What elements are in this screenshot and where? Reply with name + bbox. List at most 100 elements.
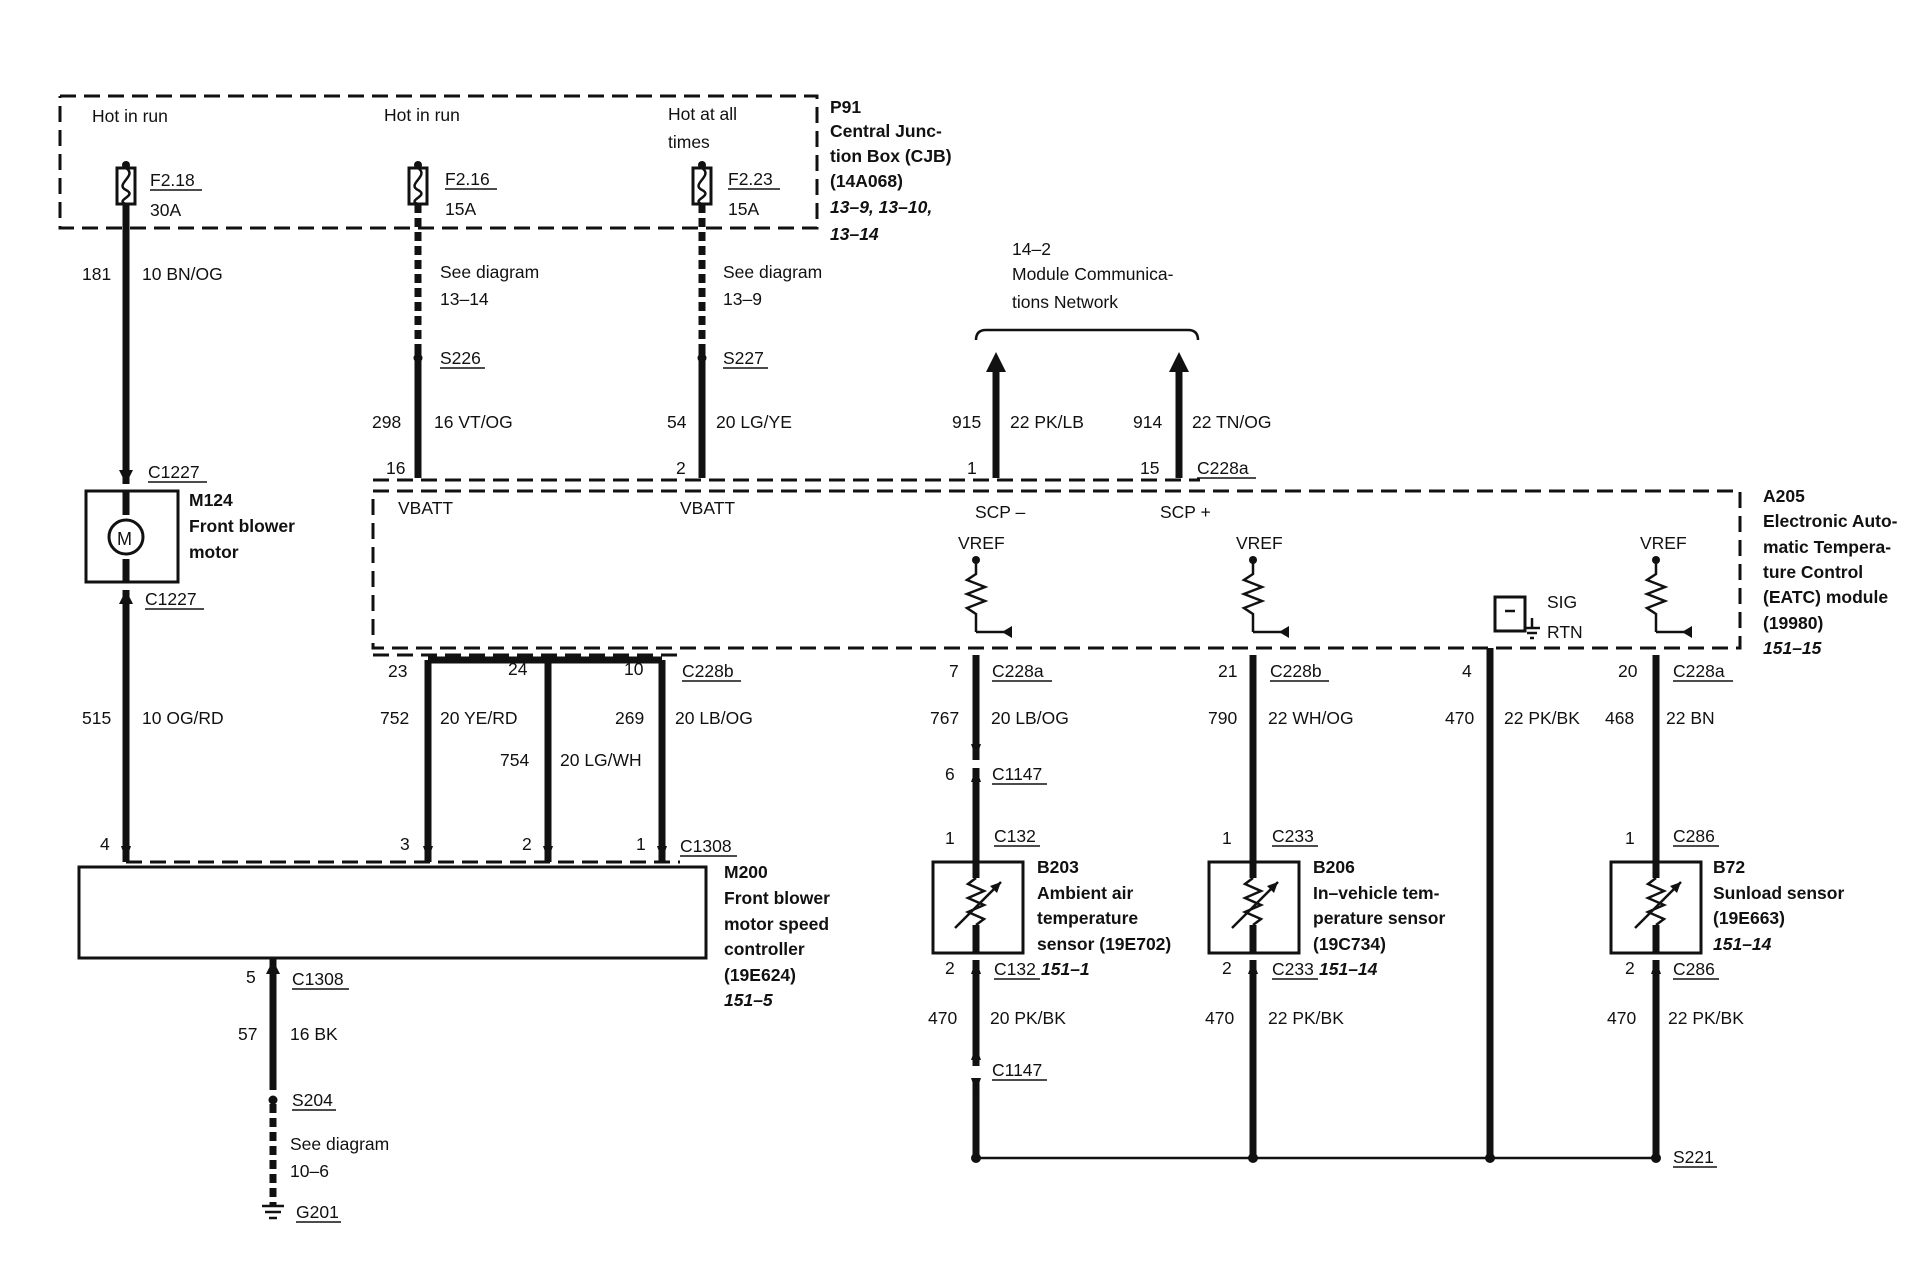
motor-symbol: M [117,529,132,549]
resistor-icon [963,560,989,632]
motor-connector-top: C1227 [148,462,200,482]
scp-plus-label: SCP + [1160,502,1211,522]
arrow-up-icon [1169,352,1189,372]
wire-298-spec: 16 VT/OG [434,412,513,432]
controller-box [77,865,708,960]
wire-790-spec: 22 WH/OG [1268,708,1354,728]
wire-914-circuit: 914 [1133,412,1162,432]
sensor-2-connector-top: C233 [1272,826,1314,846]
controller-out-connector: C1308 [292,969,344,989]
controller-id: M200 [724,862,768,882]
sensor-3-id: B72 [1713,857,1745,877]
sensor-2-connector-bottom: C233 [1272,959,1314,979]
bottom-connector-c228b: C228b [682,661,734,681]
sensor-1-id: B203 [1037,857,1079,877]
controller-pin-2: 2 [522,834,532,854]
splice-s226: S226 [440,348,481,368]
sensor-1-pin-2: 2 [945,958,955,978]
fuse-1-label: F2.18 [150,170,195,190]
fuse-f2-23-icon [691,161,713,206]
wire-57-circuit: 57 [238,1024,257,1044]
bottom-pin-23: 23 [388,661,407,681]
eatc-name-line-5: (19980) [1763,613,1823,633]
wire-767-circuit: 767 [930,708,959,728]
controller-pin-1: 1 [636,834,646,854]
wire-915-spec: 22 PK/LB [1010,412,1084,432]
sig-rtn-box [1493,595,1527,633]
thermistor-icon [1241,877,1265,926]
fuse-f2-16-icon [407,161,429,206]
feed-3-condition-line-1: Hot at all [668,104,737,124]
wire-470-spec: 22 PK/BK [1504,708,1580,728]
sensor-2-pin-2: 2 [1222,958,1232,978]
sensor-b206: 1 C233 B206 In–vehicle tem- perature sen… [1205,826,1445,1158]
eatc-module: 16 2 1 15 C228a VBATT VBATT SCP – SCP + … [371,458,1898,658]
wire-57-spec: 16 BK [290,1024,338,1044]
motor-connector-bottom: C1227 [145,589,197,609]
sensor-2-pin-1: 1 [1222,828,1232,848]
sensor-1-connector-top: C132 [994,826,1036,846]
feed-1-condition: Hot in run [92,106,168,126]
motor-name-line-2: motor [189,542,239,562]
wire-181-circuit: 181 [82,264,111,284]
sensor-3-name-line-2: (19E663) [1713,908,1785,928]
network-bracket [974,328,1200,341]
sensor-1-name-line-2: temperature [1037,908,1138,928]
sensor-1-ref: 151–1 [1041,959,1090,979]
sensor-2-name-line-3: (19C734) [1313,934,1386,954]
network-ref: 14–2 [1012,239,1051,259]
motor-icon [107,518,145,556]
wire-54-circuit: 54 [667,412,687,432]
bottom-pin-7: 7 [949,661,959,681]
scp-minus-label: SCP – [975,502,1026,522]
sensor-1-connector-bottom: C132 [994,959,1036,979]
bottom-connector-c228a-2: C228a [1673,661,1725,681]
wire-470b-circuit: 470 [1205,1008,1234,1028]
arrow-up-icon [986,352,1006,372]
wire-468-circuit: 468 [1605,708,1634,728]
wire-54-note-2: 13–9 [723,289,762,309]
pin-15: 15 [1140,458,1159,478]
splice-s221: S221 [1673,1147,1714,1167]
bottom-pin-4: 4 [1462,661,1472,681]
controller-pin-3: 3 [400,834,410,854]
motor-box [84,489,180,584]
vref-label-1: VREF [958,533,1005,553]
bottom-connector-c228a-1: C228a [992,661,1044,681]
vref-label-3: VREF [1640,533,1687,553]
sensor-1-name-line-3: sensor (19E702) [1037,934,1171,954]
sensor-1-pin-1: 1 [945,828,955,848]
power-wires: 181 10 BN/OG See diagram 13–14 S226 298 … [82,204,822,484]
wire-57-note-1: See diagram [290,1134,389,1154]
network-name-line-2: tions Network [1012,292,1118,312]
eatc-name-line-2: matic Tempera- [1763,537,1891,557]
wire-754-spec: 20 LG/WH [560,750,642,770]
eatc-ref: 151–15 [1763,638,1822,658]
sensor-2-ref: 151–14 [1319,959,1378,979]
feed-2-condition: Hot in run [384,105,460,125]
wire-470a-circuit: 470 [928,1008,957,1028]
wire-470a-spec: 20 PK/BK [990,1008,1066,1028]
sensor-b72: 1 C286 B72 Sunload sensor (19E663) 151–1… [1607,826,1844,1158]
wire-767-spec: 20 LB/OG [991,708,1069,728]
ground-g201: G201 [296,1202,339,1222]
wire-470c-spec: 22 PK/BK [1668,1008,1744,1028]
inline-connector-c1147: C1147 [992,764,1042,784]
cjb-name-line-3: (14A068) [830,171,903,191]
cjb-ref-line-1: 13–9, 13–10, [830,197,932,217]
fuse-3-rating: 15A [728,199,759,219]
communications-network: 14–2 Module Communica- tions Network 915… [952,239,1271,478]
cjb-outline [58,94,819,230]
sig-label: SIG [1547,592,1577,612]
controller-name-line-4: (19E624) [724,965,796,985]
vref-label-2: VREF [1236,533,1283,553]
return-splice: S221 [971,1147,1717,1168]
sensor-3-connector-bottom: C286 [1673,959,1715,979]
vbatt-label-2: VBATT [680,498,735,518]
eatc-name-line-3: ture Control [1763,562,1863,582]
wire-470-circuit: 470 [1445,708,1474,728]
wire-54-note-1: See diagram [723,262,822,282]
eatc-name-line-1: Electronic Auto- [1763,511,1898,531]
controller-pin-4: 4 [100,834,110,854]
